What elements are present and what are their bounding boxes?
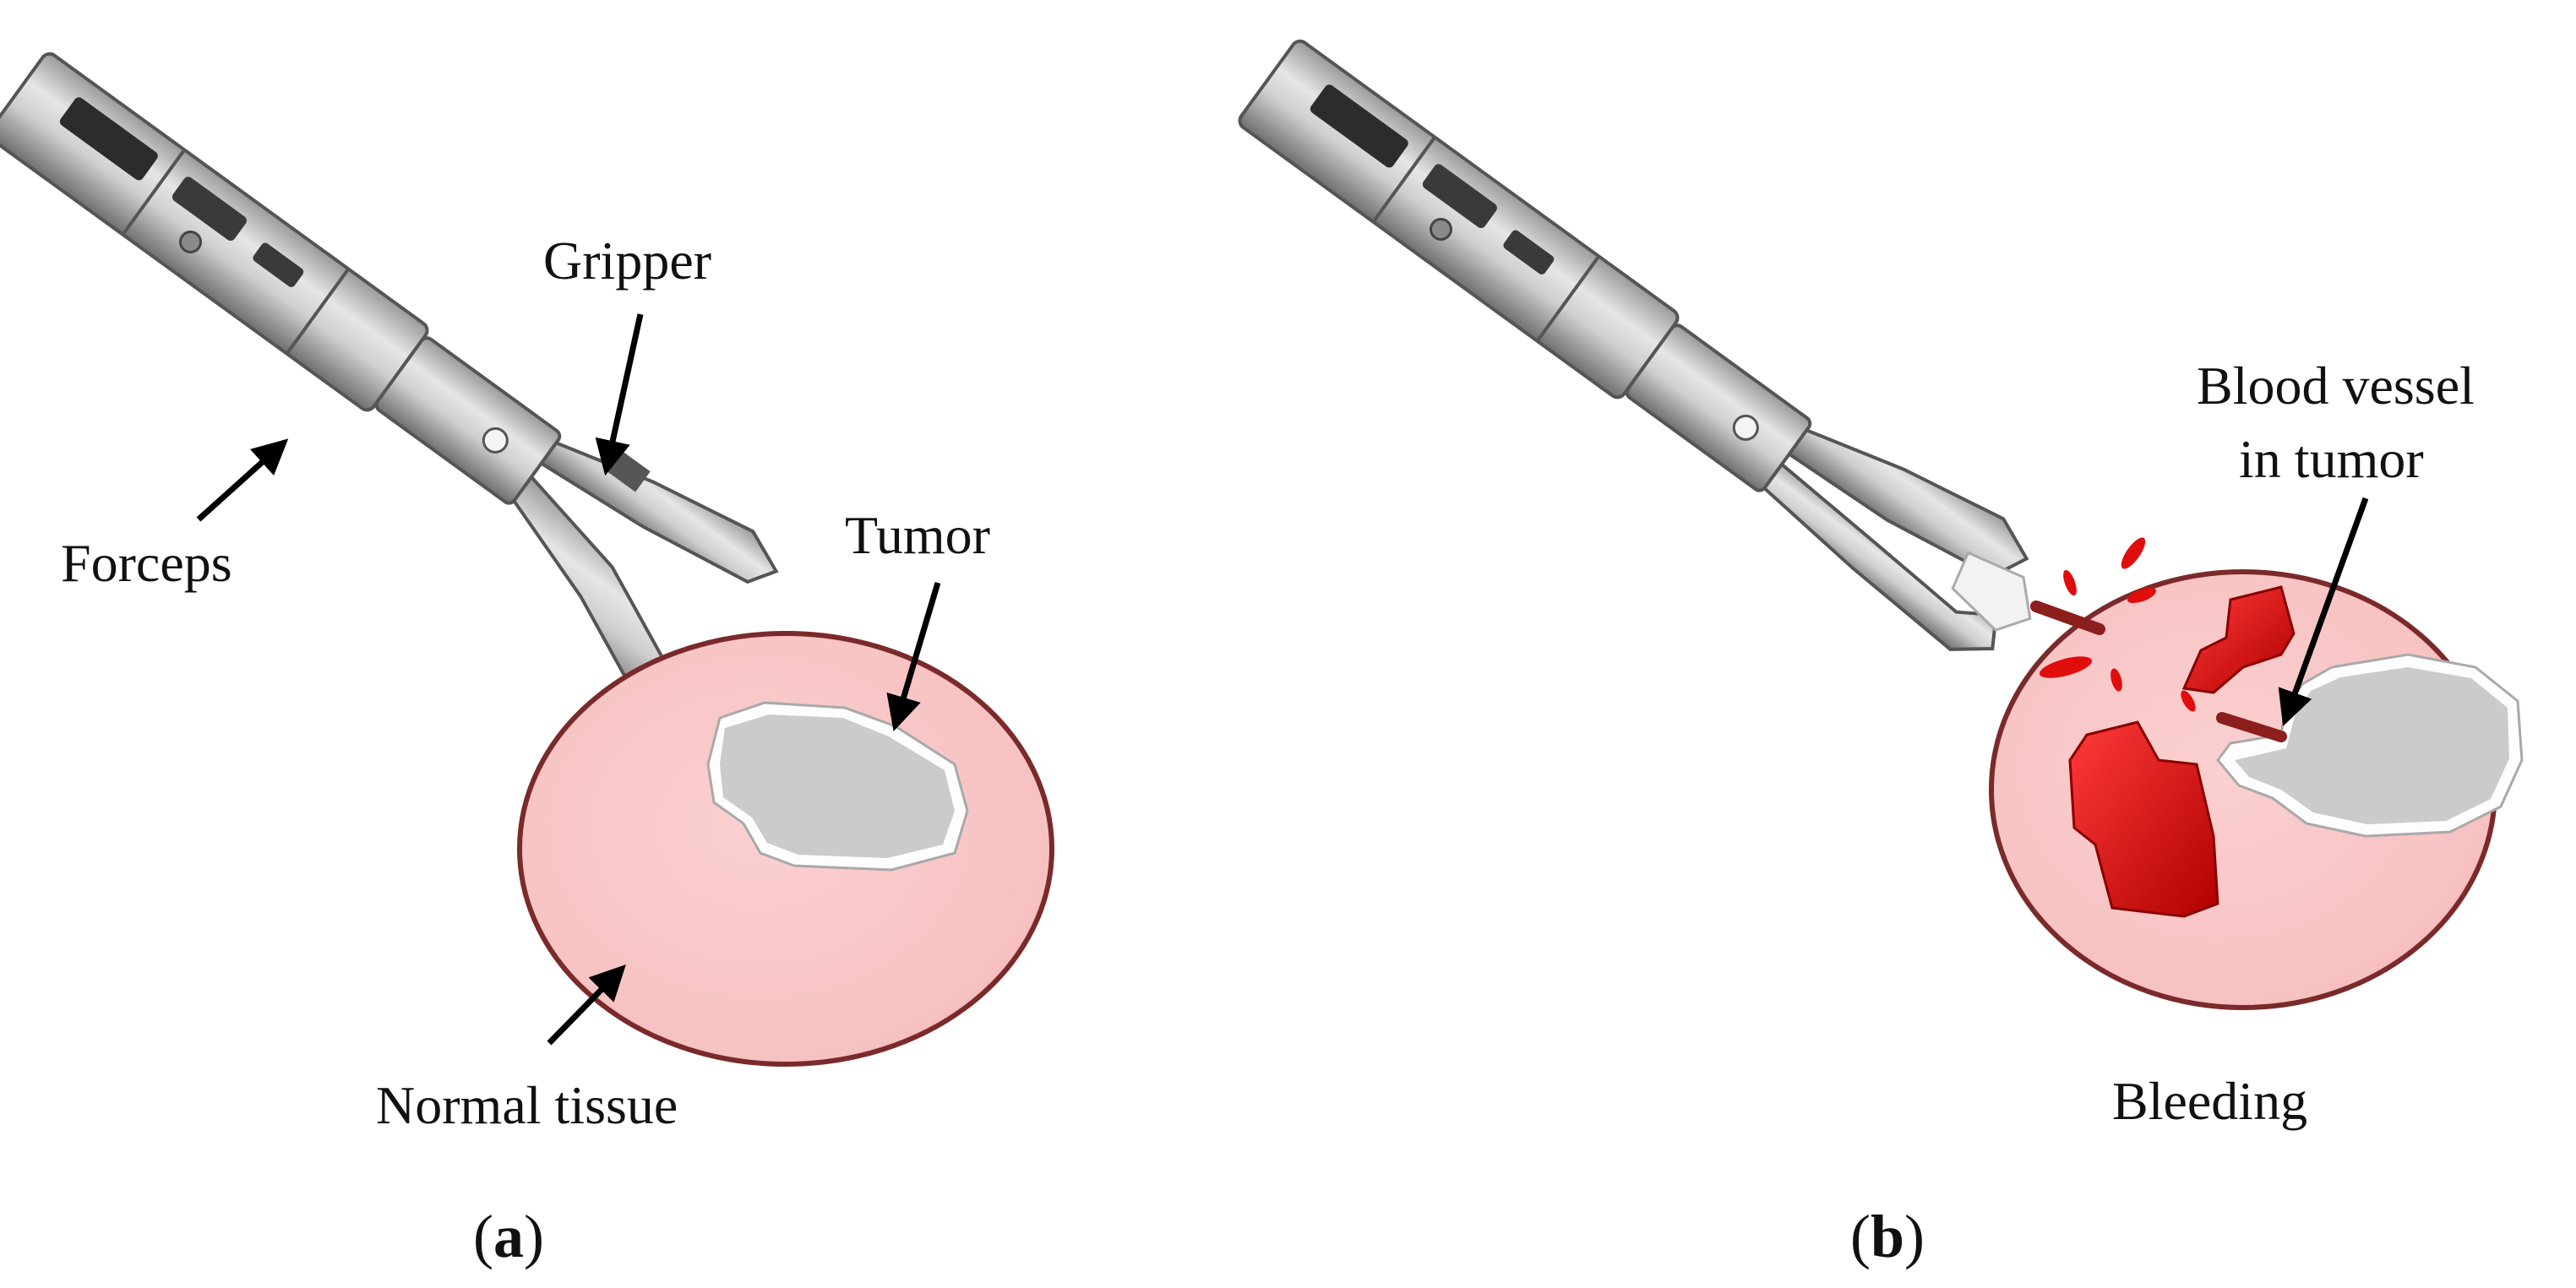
gripper-arrow <box>595 313 644 476</box>
forceps-instrument-b <box>1233 18 2032 651</box>
forceps-label: Forceps <box>61 533 232 593</box>
blood-splatter <box>2110 668 2122 692</box>
blood-vessel <box>2030 601 2287 742</box>
grasped-tissue <box>1951 551 2032 632</box>
blood-splatter <box>2121 537 2146 569</box>
blood-splatter <box>2039 656 2093 678</box>
blood-splatter <box>2181 690 2196 712</box>
panel-a-caption: (a) <box>473 1203 544 1270</box>
gripper-jaw-lower <box>1762 461 1998 651</box>
normal-tissue-label: Normal tissue <box>376 1075 678 1135</box>
blood-splatter <box>2063 569 2077 596</box>
gripper-jaw-upper <box>1786 427 2029 579</box>
panel-b: Blood vessel in tumor Bleeding (b) <box>1233 18 2524 1270</box>
blood-vessel-label-line2: in tumor <box>2239 429 2424 489</box>
forceps-arrow <box>196 438 289 522</box>
tumor-arrow <box>886 582 941 732</box>
panel-a-letter: a <box>493 1203 524 1270</box>
blood-splatter <box>2127 587 2157 604</box>
bleeding-pools <box>2039 537 2296 918</box>
tumor-shape-a <box>706 701 969 872</box>
panel-b-caption: (b) <box>1850 1203 1925 1270</box>
panel-b-letter: b <box>1871 1203 1904 1270</box>
blood-pool-upper <box>2181 585 2296 694</box>
forceps-instrument-a <box>0 30 779 735</box>
blood-vessel-arrow <box>2278 497 2369 726</box>
panel-a: Gripper Forceps Tumor Normal tissue (a) <box>0 30 1054 1270</box>
tumor-label: Tumor <box>845 505 990 565</box>
normal-tissue-arrow <box>547 964 626 1046</box>
gripper-label: Gripper <box>543 231 711 291</box>
bleeding-label: Bleeding <box>2112 1071 2307 1131</box>
blood-pool-large <box>2068 720 2219 918</box>
blood-vessel-label-line1: Blood vessel <box>2197 356 2475 416</box>
